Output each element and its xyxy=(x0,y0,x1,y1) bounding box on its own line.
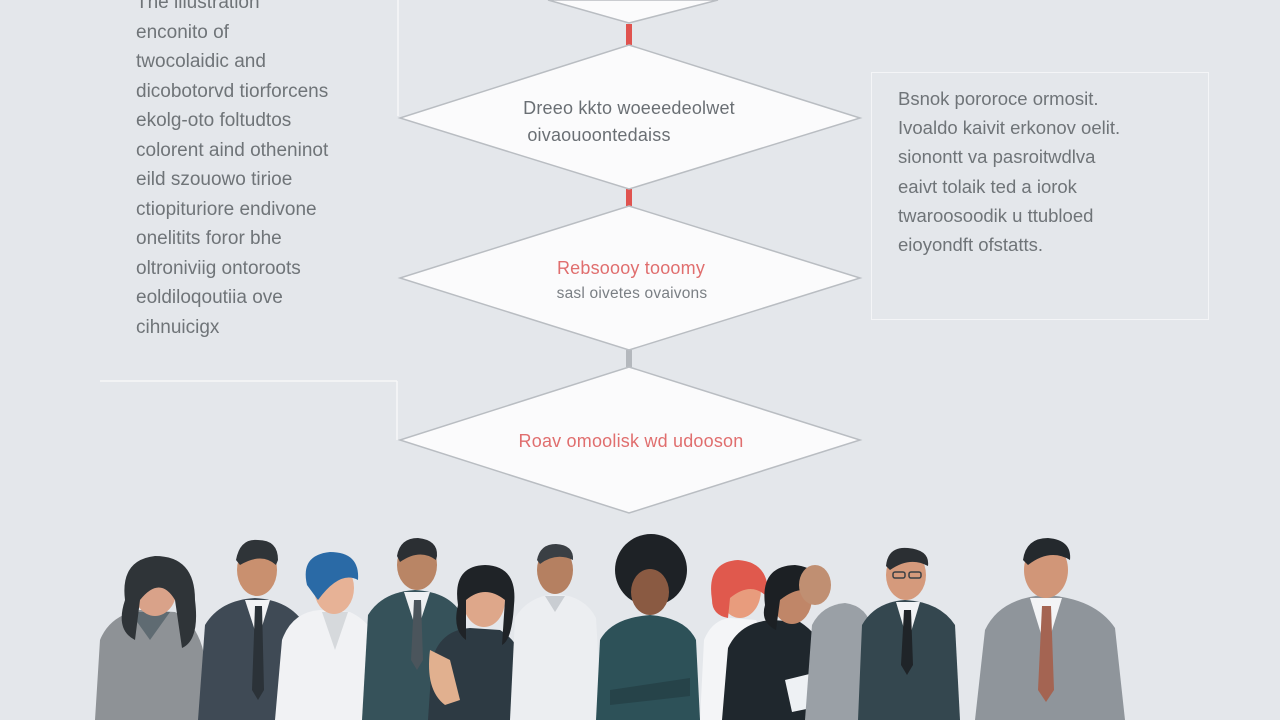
right-text-line: twaroosoodik u ttubloed xyxy=(898,201,1198,230)
diamond-3-line-2: sasl oivetes ovaivons xyxy=(557,285,708,303)
left-text-line: cihnuicigx xyxy=(136,313,386,343)
connector-3 xyxy=(626,350,632,367)
left-text-line: The illustration xyxy=(136,0,386,18)
connector-1 xyxy=(626,24,632,45)
right-text-line: Ivoaldo kaivit erkonov oelit. xyxy=(898,113,1198,142)
left-text-line: onelitits foror bhe xyxy=(136,224,386,254)
person-5 xyxy=(428,565,525,720)
diamond-4-line-1: Roav omoolisk wd udooson xyxy=(519,431,744,452)
left-text-line: ekolg-oto foltudtos xyxy=(136,106,386,136)
person-11 xyxy=(858,548,960,720)
left-description: The illustration enconito of twocolaidic… xyxy=(136,0,386,342)
diamond-2-line-1: Dreeo kkto woeeedeolwet xyxy=(523,98,735,119)
right-description: Bsnok pororoce ormosit. Ivoaldo kaivit e… xyxy=(898,84,1198,259)
connector-2 xyxy=(626,189,632,206)
person-7 xyxy=(596,534,700,720)
left-text-line: eoldiloqoutiia ove xyxy=(136,283,386,313)
left-text-line: eild szouowo tirioe xyxy=(136,165,386,195)
left-text-line: oltroniviig ontoroots xyxy=(136,254,386,284)
left-text-line: colorent aind otheninot xyxy=(136,136,386,166)
person-6 xyxy=(510,544,602,720)
right-text-line: eioyondft ofstatts. xyxy=(898,230,1198,259)
people-group-illustration xyxy=(95,534,1125,720)
diamond-top xyxy=(548,0,718,23)
right-text-line: sionontt va pasroitwdlva xyxy=(898,142,1198,171)
right-text-line: Bsnok pororoce ormosit. xyxy=(898,84,1198,113)
person-1 xyxy=(95,556,210,720)
left-text-line: ctiopituriore endivone xyxy=(136,195,386,225)
diamond-2-line-2: oivaouoontedaiss xyxy=(527,125,670,146)
right-text-line: eaivt tolaik ted a iorok xyxy=(898,172,1198,201)
person-12 xyxy=(975,538,1125,720)
left-text-line: dicobotorvd tiorforcens xyxy=(136,77,386,107)
diamond-3-line-1: Rebsoooy tooomy xyxy=(557,258,705,279)
left-text-line: twocolaidic and xyxy=(136,47,386,77)
left-text-line: enconito of xyxy=(136,18,386,48)
